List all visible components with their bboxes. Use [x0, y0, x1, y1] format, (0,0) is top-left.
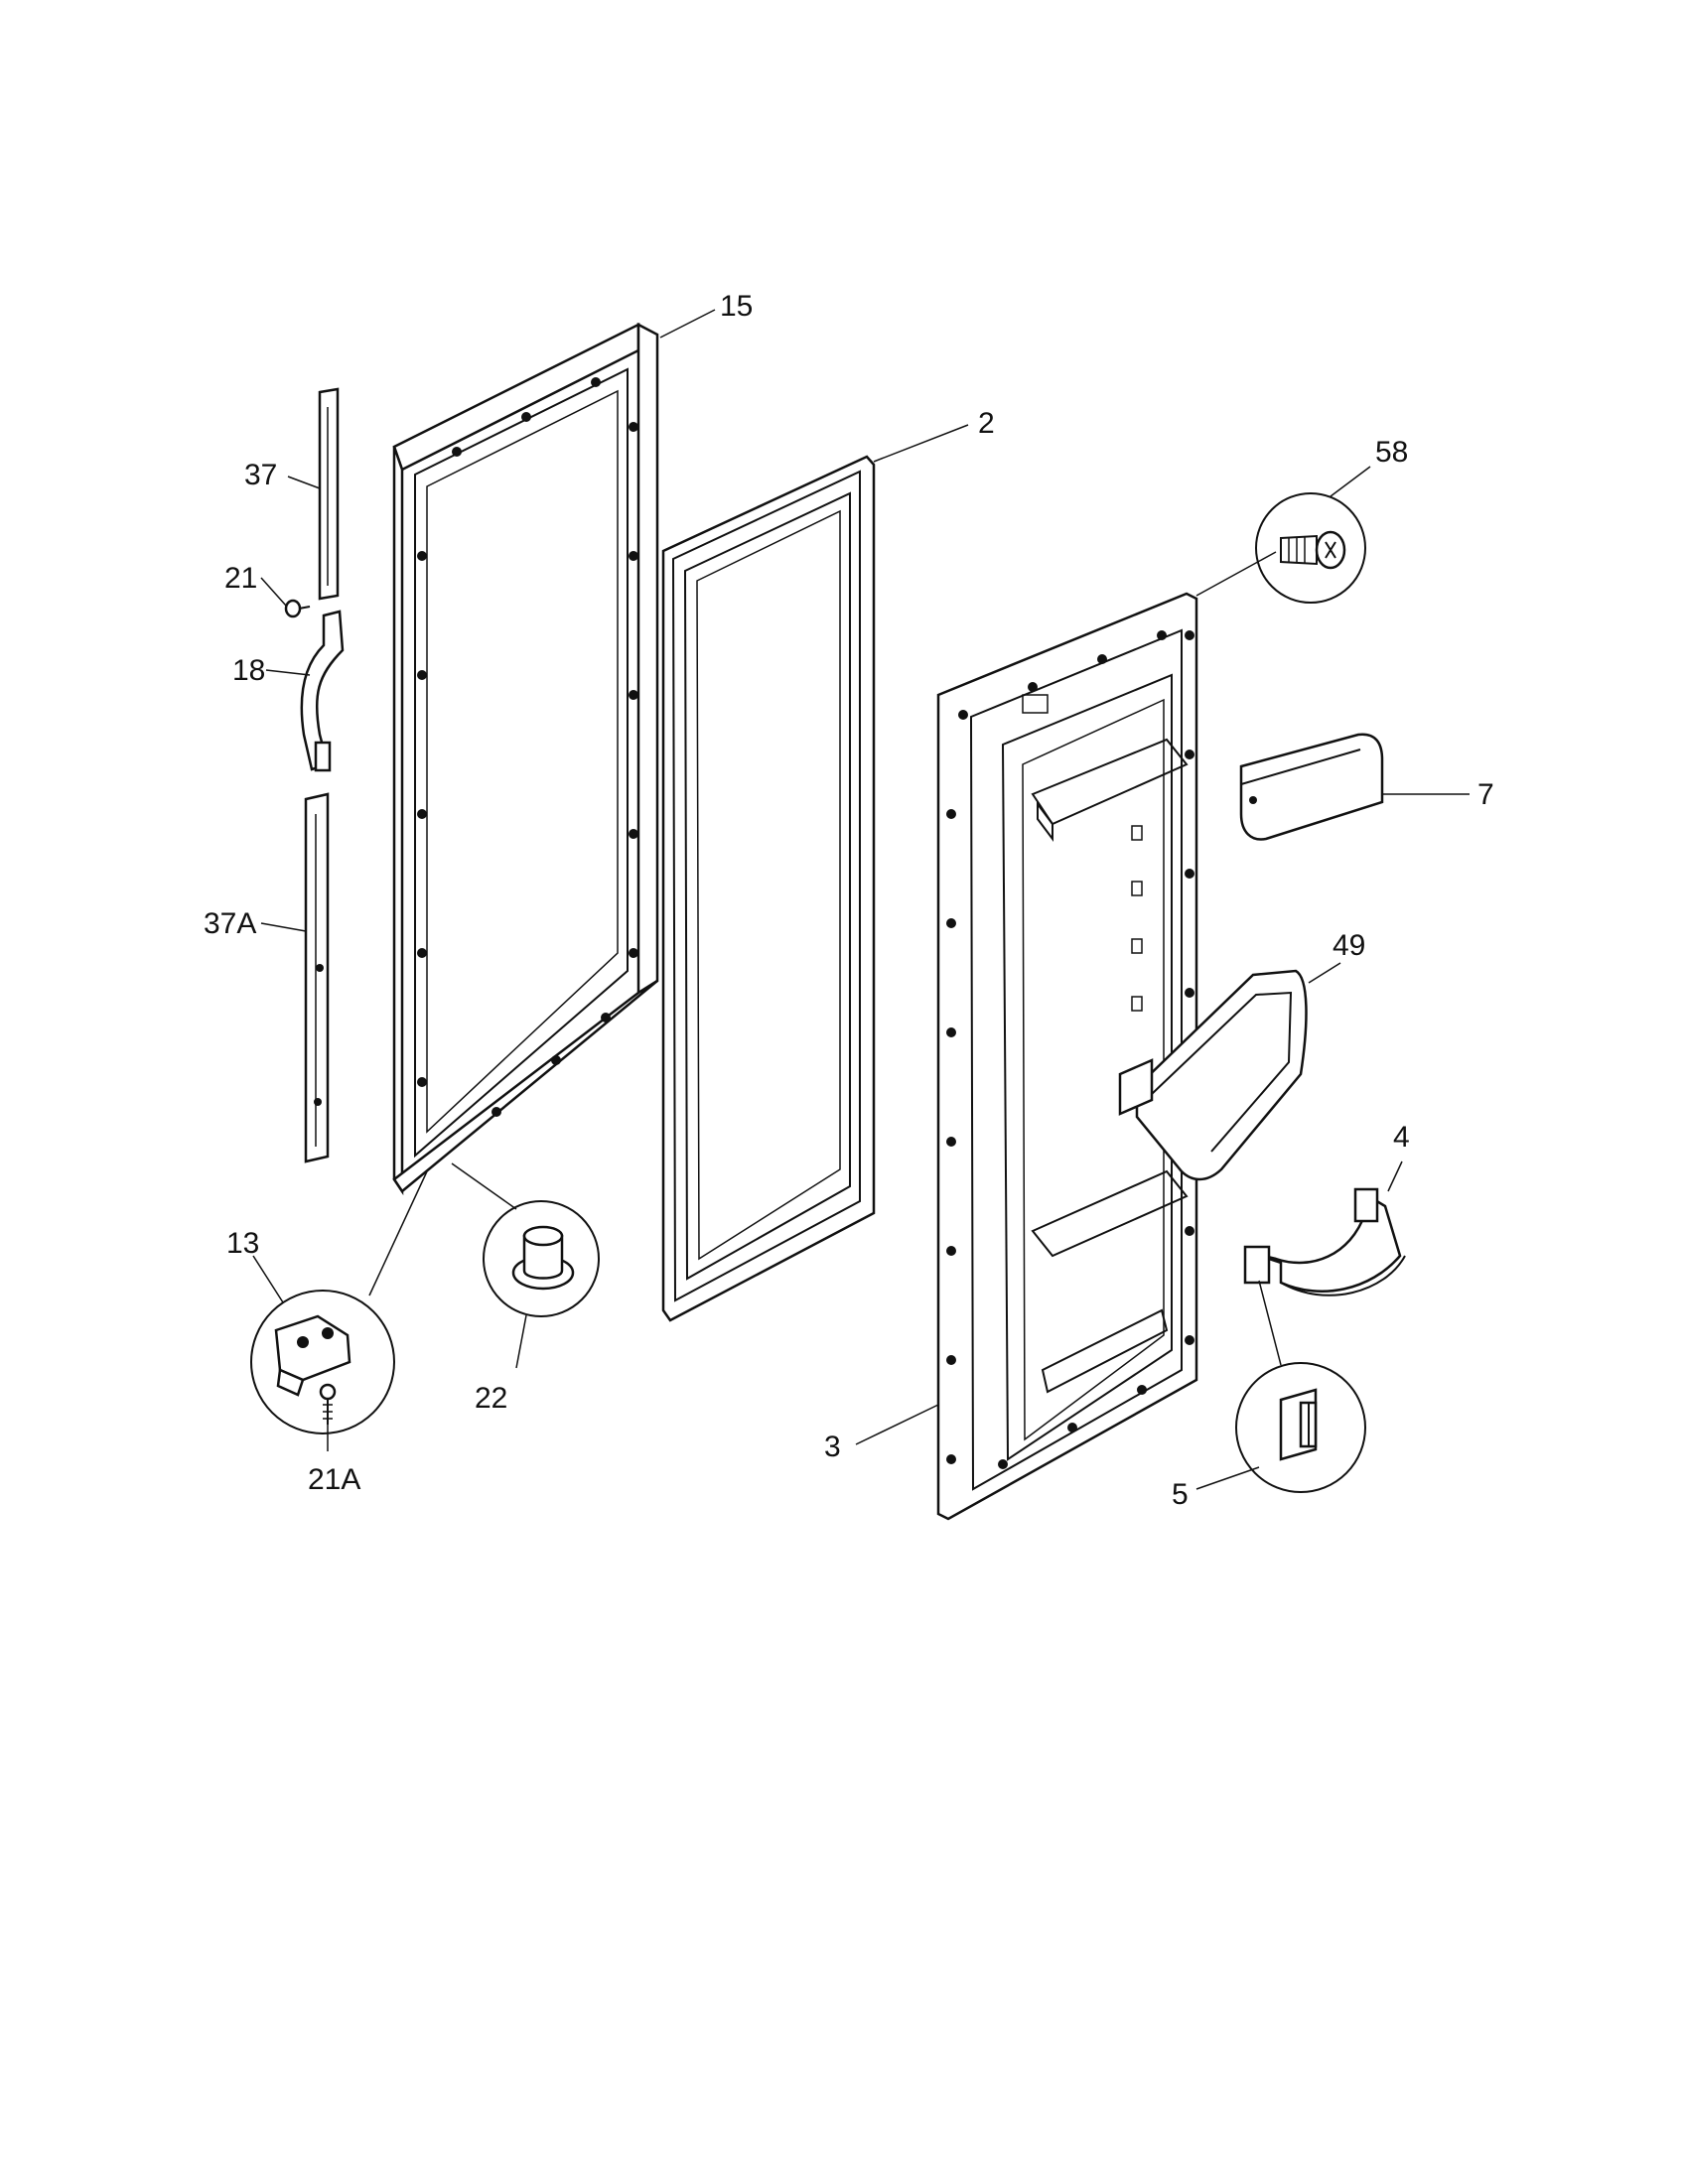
- door-outer-frame-drawing[interactable]: [392, 322, 659, 1196]
- door-gasket-drawing[interactable]: [661, 455, 876, 1322]
- door-stop-callout[interactable]: [483, 1200, 600, 1317]
- label-4: 4: [1393, 1121, 1410, 1154]
- bottle-retainer-drawing[interactable]: [1243, 1187, 1406, 1297]
- hinge-bracket-callout[interactable]: [250, 1290, 395, 1434]
- label-37A: 37A: [204, 907, 256, 940]
- label-13: 13: [226, 1227, 259, 1260]
- label-49: 49: [1333, 929, 1365, 962]
- label-2: 2: [978, 407, 995, 440]
- handle-trim-upper-drawing[interactable]: [318, 387, 340, 601]
- label-18: 18: [232, 654, 265, 687]
- label-58: 58: [1375, 436, 1408, 469]
- label-3: 3: [824, 1431, 841, 1463]
- retainer-clip-callout[interactable]: [1235, 1362, 1366, 1493]
- inner-door-liner-drawing[interactable]: [936, 592, 1198, 1521]
- handle-trim-lower-drawing[interactable]: [304, 792, 330, 1163]
- label-21: 21: [224, 562, 257, 595]
- callout-labels: 15 2 58 37 21 18 7 37A 49 4 13 22 21A 3 …: [204, 290, 1494, 1511]
- leader-lines: [252, 309, 1470, 1490]
- screw-small-drawing[interactable]: [284, 599, 311, 618]
- door-bin-drawing[interactable]: [1118, 969, 1308, 1181]
- label-21A: 21A: [308, 1463, 360, 1496]
- door-handle-drawing[interactable]: [300, 610, 345, 772]
- screw-callout[interactable]: [1255, 492, 1366, 604]
- label-7: 7: [1477, 778, 1494, 811]
- label-22: 22: [475, 1382, 507, 1415]
- label-37: 37: [244, 459, 277, 491]
- dairy-door-drawing[interactable]: [1239, 733, 1384, 841]
- label-15: 15: [720, 290, 753, 323]
- label-5: 5: [1172, 1478, 1189, 1511]
